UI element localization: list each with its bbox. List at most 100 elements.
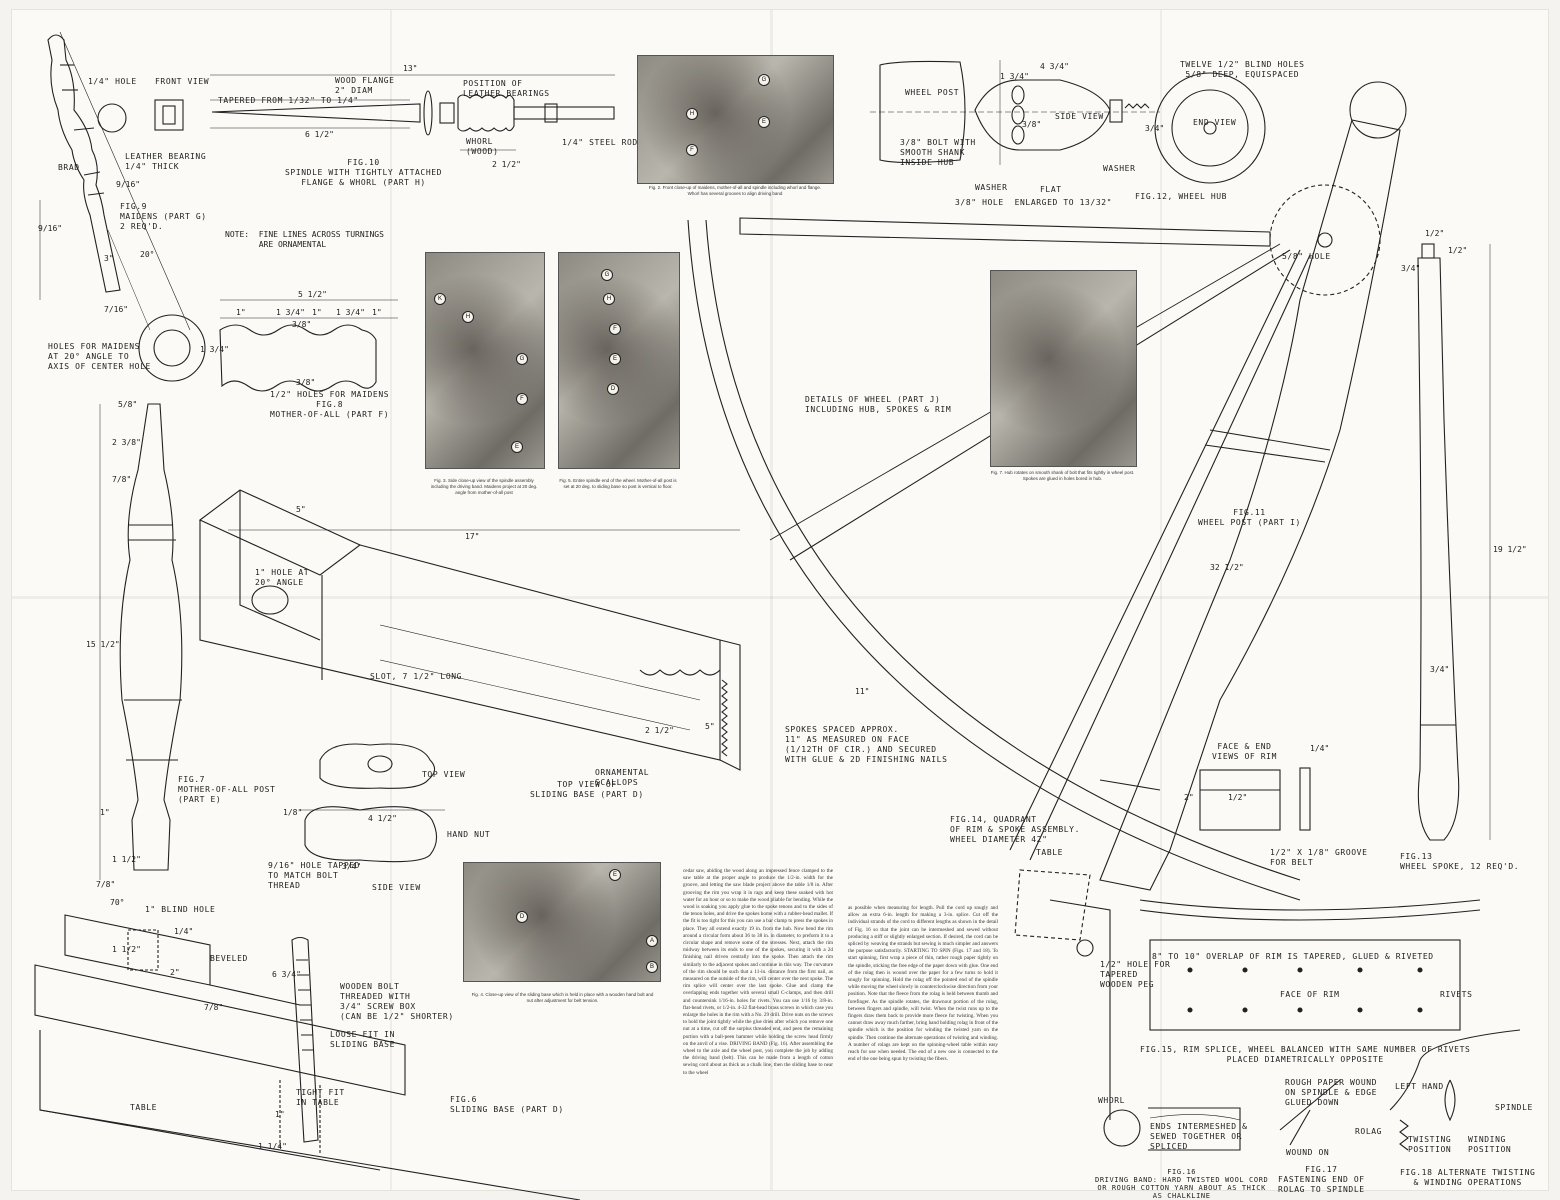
fig9-front-view: FRONT VIEW: [155, 77, 210, 86]
photo-fig2-marker-e: E: [758, 116, 770, 128]
fig6-scallops: ORNAMENTAL SCALLOPS: [595, 768, 650, 787]
fig12-enlarged: 3/8" HOLE ENLARGED TO 13/32": [955, 198, 1113, 207]
fig18-spindle: SPINDLE: [1495, 1103, 1533, 1112]
photo-fig3-marker-h: H: [462, 311, 474, 323]
wheel-dim-11: 11": [855, 687, 870, 696]
photo-fig5-caption: Fig. 5. Entire spindle end of the wheel.…: [559, 478, 677, 489]
rim-dim-2: 2": [1184, 793, 1194, 802]
fig10-tapered: TAPERED FROM 1/32" TO 1/4": [218, 96, 359, 105]
fig12-wheel-post: WHEEL POST: [905, 88, 960, 97]
fig12-dim-3: 3/8": [1022, 120, 1042, 129]
fig13-dim-1: 1/2": [1425, 229, 1445, 238]
rim-groove: 1/2" X 1/8" GROOVE FOR BELT: [1270, 848, 1368, 867]
fig18-left-hand: LEFT HAND: [1395, 1082, 1444, 1091]
fig12-dim-2: 4 3/4": [1040, 62, 1069, 71]
fig9-title: FIG.9 MAIDENS (PART G) 2 REQ'D.: [120, 202, 207, 231]
fig16-title: FIG.16 DRIVING BAND: HARD TWISTED WOOL C…: [1095, 1168, 1269, 1200]
fig6-dim-w: 2 1/2": [645, 726, 674, 735]
fig15-overlap: 8" TO 10" OVERLAP OF RIM IS TAPERED, GLU…: [1152, 952, 1434, 961]
fig9-dim-4: 7/16": [104, 305, 129, 314]
fold-line-vertical-2: [770, 10, 773, 1190]
fig12-washer-2: WASHER: [1103, 164, 1136, 173]
photo-fig2: G H E F: [637, 55, 834, 184]
fig15-rivets: RIVETS: [1440, 990, 1473, 999]
fig8-dim-4: 1": [312, 308, 322, 317]
photo-fig4-marker-e: E: [609, 869, 621, 881]
fig18-rolag: ROLAG: [1355, 1127, 1383, 1136]
fold-line-vertical-1: [390, 10, 392, 1190]
fig10-whorl: WHORL (WOOD): [466, 137, 499, 156]
fig10-length: 6 1/2": [305, 130, 334, 139]
fig7-dim-3: 7/8": [112, 475, 132, 484]
photo-fig4-marker-b: B: [646, 961, 658, 973]
fig8-dim-3: 1 3/4": [276, 308, 305, 317]
hand-nut-drawing: [300, 743, 445, 863]
fig8-dim-9: 3/8": [296, 378, 316, 387]
fig6-dim-2: 1/4": [174, 927, 194, 936]
fig13-dim-3: 3/4": [1401, 264, 1421, 273]
photo-fig2-marker-h: H: [686, 108, 698, 120]
photo-fig3-marker-g: G: [516, 353, 528, 365]
photo-fig5-marker-f: F: [609, 323, 621, 335]
fig10-whorl-dim: 2 1/2": [492, 160, 521, 169]
fig8-holes-label: HOLES FOR MAIDENS AT 20° ANGLE TO AXIS O…: [48, 342, 151, 371]
fig7-dim-7: 7/8": [96, 880, 116, 889]
photo-fig2-marker-f: F: [686, 144, 698, 156]
fig9-maiden-drawing: [39, 31, 191, 331]
rim-face-title: FACE & END VIEWS OF RIM: [1212, 742, 1277, 761]
fig7-dim-1: 5/8": [118, 400, 138, 409]
photo-fig5-marker-h: H: [603, 293, 615, 305]
fig10-steel-rod: 1/4" STEEL ROD: [562, 138, 638, 147]
fig10-bearings: POSITION OF LEATHER BEARINGS: [463, 79, 550, 98]
fig12-end-view: END VIEW: [1193, 118, 1237, 127]
fig11-title: FIG.11 WHEEL POST (PART I): [1198, 508, 1301, 527]
photo-fig2-marker-g: G: [758, 74, 770, 86]
fig6-dim-5: 6 3/4": [272, 970, 301, 979]
fig6-sliding-base-drawing: [198, 489, 741, 771]
fig7-dim-4: 15 1/2": [86, 640, 120, 649]
fig9-dim-3: 20°: [140, 250, 155, 259]
photo-fig3-marker-f: F: [516, 393, 528, 405]
fig12-washer-1: WASHER: [975, 183, 1008, 192]
fig10-wood-flange: WOOD FLANGE 2" DIAM: [335, 76, 395, 95]
paper-background: [12, 10, 1548, 1190]
fig8-dim-5: 1 3/4": [336, 308, 365, 317]
fig7-dim-2: 2 3/8": [112, 438, 141, 447]
photo-fig3-marker-k: K: [434, 293, 446, 305]
photo-fig3-marker-e: E: [511, 441, 523, 453]
fig6-blind-hole: 1" BLIND HOLE: [145, 905, 216, 914]
wheel-spokes-note: SPOKES SPACED APPROX. 11" AS MEASURED ON…: [785, 725, 948, 764]
fig15-face: FACE OF RIM: [1280, 990, 1340, 999]
fig8-dim-7: 3/8": [292, 320, 312, 329]
fig12-hub-drawing: [870, 60, 1266, 184]
fig10-title: FIG.10 SPINDLE WITH TIGHTLY ATTACHED FLA…: [285, 158, 443, 187]
fig6-tight-fit: TIGHT FIT IN TABLE: [296, 1088, 345, 1107]
photo-fig5-marker-d: D: [607, 383, 619, 395]
photo-fig4-marker-a: A: [646, 935, 658, 947]
rim-face-drawing: [1139, 767, 1481, 1031]
fig8-dim-6: 1": [372, 308, 382, 317]
fig7-dim-6: 1 1/2": [112, 855, 141, 864]
fig10-spindle-drawing: [210, 74, 615, 151]
fig6-dim-long: 17": [465, 532, 480, 541]
fig6-dim-side: 5": [705, 722, 715, 731]
fig18-winding: WINDING POSITION: [1468, 1135, 1512, 1154]
fig12-dim-1: 1 3/4": [1000, 72, 1029, 81]
fig10-dim-total: 13": [403, 64, 418, 73]
photo-fig7-hub: [990, 270, 1137, 467]
fig8-title: 1/2" HOLES FOR MAIDENS FIG.8 MOTHER-OF-A…: [270, 390, 390, 419]
fig12-side-view: SIDE VIEW: [1055, 112, 1104, 121]
wheel-details: DETAILS OF WHEEL (PART J) INCLUDING HUB,…: [805, 395, 952, 414]
fig12-flat: FLAT: [1040, 185, 1062, 194]
fig11-dim: 32 1/2": [1210, 563, 1244, 572]
fig6-loose-fit: LOOSE FIT IN SLIDING BASE: [330, 1030, 395, 1049]
fold-line-horizontal: [12, 596, 1548, 599]
rim-dim-3: 1/2": [1228, 793, 1248, 802]
fig17-wound: WOUND ON: [1286, 1148, 1330, 1157]
ornamental-note: NOTE: FINE LINES ACROSS TURNINGS ARE ORN…: [225, 230, 384, 249]
photo-fig5-marker-g: G: [601, 269, 613, 281]
fig15-title: FIG.15, RIM SPLICE, WHEEL BALANCED WITH …: [1140, 1045, 1471, 1064]
fig9-hole: 1/4" HOLE: [88, 77, 137, 86]
